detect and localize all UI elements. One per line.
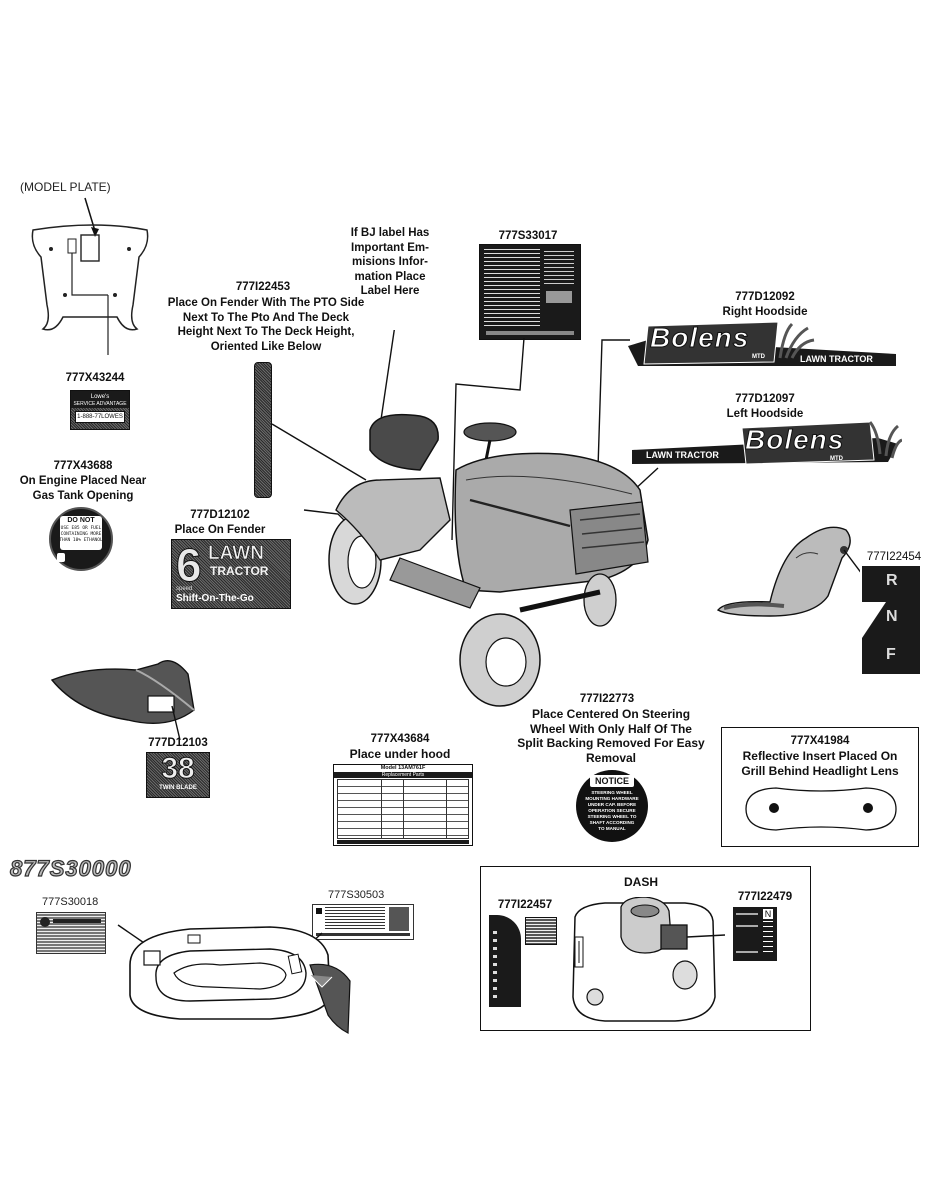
model-plate-bracket-drawing xyxy=(31,197,149,355)
grill-insert-part-number: 777X41984 xyxy=(790,735,850,747)
hood-label-part-number: 777X43684 xyxy=(370,733,430,745)
ethanol-disc-line1: DO NOT xyxy=(67,517,95,524)
right-hoodside-brand: Bolens xyxy=(649,322,750,354)
twin-blade-decal: 38 TWIN BLADE xyxy=(146,752,210,798)
reflective-insert-shape xyxy=(745,787,897,831)
parts-table-title: Model 13AM761F xyxy=(380,765,426,771)
ethanol-warning-disc: DO NOT USE E85 OR FUEL CONTAINING MORE T… xyxy=(49,507,113,571)
decal-tagline: Shift-On-The-Go xyxy=(176,593,254,604)
speed-digit: 6 xyxy=(176,539,203,591)
kit-part-number: 877S30000 xyxy=(9,855,132,881)
steering-notice-disc: NOTICE STEERING WHEEL MOUNTING HARDWARE … xyxy=(576,770,648,842)
six-speed-decal: 6 LAWN TRACTOR speed Shift-On-The-Go xyxy=(171,539,291,609)
notice-line7: TO MANUAL xyxy=(598,826,626,831)
choke-throttle-decal: N xyxy=(733,907,777,961)
steering-caption: Place Centered On Steering Wheel With On… xyxy=(517,707,705,765)
grill-insert-caption: Reflective Insert Placed On Grill Behind… xyxy=(741,749,899,778)
shift-decal-part-number: 777I22454 xyxy=(866,551,922,563)
gas-tank-caption: On Engine Placed Near Gas Tank Opening xyxy=(19,475,147,502)
decal-n-mark: N xyxy=(763,909,773,919)
right-hoodside-part-number: 777D12092 xyxy=(735,291,795,303)
left-hoodside-sub: MTD xyxy=(830,456,843,462)
steering-part-number: 777I22773 xyxy=(579,693,635,705)
left-hoodside-brand: Bolens xyxy=(744,424,845,456)
seat-decal-b xyxy=(312,904,414,940)
dash-panel-illustration xyxy=(572,897,725,1022)
fuel-pump-icon xyxy=(57,553,65,562)
gas-tank-part-number: 777X43688 xyxy=(53,460,113,472)
decal-word-speed: speed xyxy=(176,586,193,592)
throttle-decal xyxy=(489,915,521,1007)
shift-neutral-letter: N xyxy=(886,608,898,625)
ethanol-disc-line3: CONTAINING MORE xyxy=(60,532,102,537)
throttle-instructions-panel xyxy=(525,917,557,945)
fender-pto-caption: Place On Fender With The PTO Side Next T… xyxy=(167,297,365,353)
twin-blade-text: TWIN BLADE xyxy=(159,785,197,791)
ethanol-disc-line2: USE E85 OR FUEL xyxy=(60,526,102,531)
model-plate-caption: (MODEL PLATE) xyxy=(20,180,111,194)
left-hoodside-part-number: 777D12097 xyxy=(735,393,795,405)
service-decal-phone: 1-888-77LOWES xyxy=(75,411,125,423)
bj-label-caption: If BJ label Has Important Em- misions In… xyxy=(350,227,430,297)
deck-size-digits: 38 xyxy=(161,752,195,785)
fender-pod-illustration xyxy=(716,526,860,617)
deck-illustration xyxy=(50,660,195,741)
emissions-decal xyxy=(479,244,581,340)
service-advantage-decal: Lowe's SERVICE ADVANTAGE 1-888-77LOWES xyxy=(70,390,130,430)
pto-deck-height-strip xyxy=(254,362,272,498)
deck-part-number: 777D12103 xyxy=(148,737,208,749)
replacement-parts-label: Model 13AM761F Replacement Parts xyxy=(333,764,473,846)
notice-title: NOTICE xyxy=(590,775,634,787)
dash-title: DASH xyxy=(623,875,658,889)
service-decal-line2: SERVICE ADVANTAGE xyxy=(71,401,129,408)
dash-right-part-number: 777I22479 xyxy=(737,891,793,903)
right-hoodside-tag: LAWN TRACTOR xyxy=(800,354,873,364)
emissions-part-number: 777S33017 xyxy=(498,230,558,242)
decal-word-tractor: TRACTOR xyxy=(210,564,269,578)
notice-line1: STEERING WHEEL xyxy=(591,790,633,795)
right-hoodside-sub: MTD xyxy=(752,354,765,360)
grill-insert-box: 777X41984 Reflective Insert Placed On Gr… xyxy=(721,727,919,847)
left-hoodside-decal xyxy=(632,421,902,465)
right-hoodside-caption: Right Hoodside xyxy=(722,306,808,318)
lawn-tractor-illustration xyxy=(271,330,659,707)
seat-pan-illustration xyxy=(117,924,351,1034)
parts-table-grid xyxy=(337,779,469,839)
notice-line4: OPERATION SECURE xyxy=(588,808,636,813)
left-hoodside-tag: LAWN TRACTOR xyxy=(646,450,719,460)
notice-line6: SHAFT ACCORDING xyxy=(589,820,635,825)
decal-word-lawn: LAWN xyxy=(208,543,265,564)
parts-table-subtitle: Replacement Parts xyxy=(334,772,472,778)
shift-pattern-decal: R N F xyxy=(862,566,920,674)
fender-speed-part-number: 777D12102 xyxy=(190,509,250,521)
notice-line3: UNDER CAP. BEFORE xyxy=(587,802,637,807)
fender-pto-part-number: 777I22453 xyxy=(235,281,291,293)
ethanol-disc-line4: THAN 10% ETHANOL xyxy=(59,538,103,543)
seat-decal-a xyxy=(36,912,106,954)
seat-decal-b-part-number: 777S30503 xyxy=(328,889,385,901)
seat-decal-a-part-number: 777S30018 xyxy=(42,896,99,908)
right-hoodside-decal xyxy=(628,322,896,366)
hood-label-caption: Place under hood xyxy=(349,747,451,761)
dash-left-part-number: 777I22457 xyxy=(497,899,553,911)
notice-line5: STEERING WHEEL TO xyxy=(587,814,637,819)
fender-speed-caption: Place On Fender xyxy=(174,524,266,536)
notice-line2: MOUNTING HARDWARE xyxy=(585,796,639,801)
dash-box: DASH 777I22457 777I22479 N xyxy=(480,866,811,1031)
left-hoodside-caption: Left Hoodside xyxy=(726,408,804,420)
model-plate-part-number: 777X43244 xyxy=(65,372,125,384)
service-decal-line1: Lowe's xyxy=(71,391,129,401)
